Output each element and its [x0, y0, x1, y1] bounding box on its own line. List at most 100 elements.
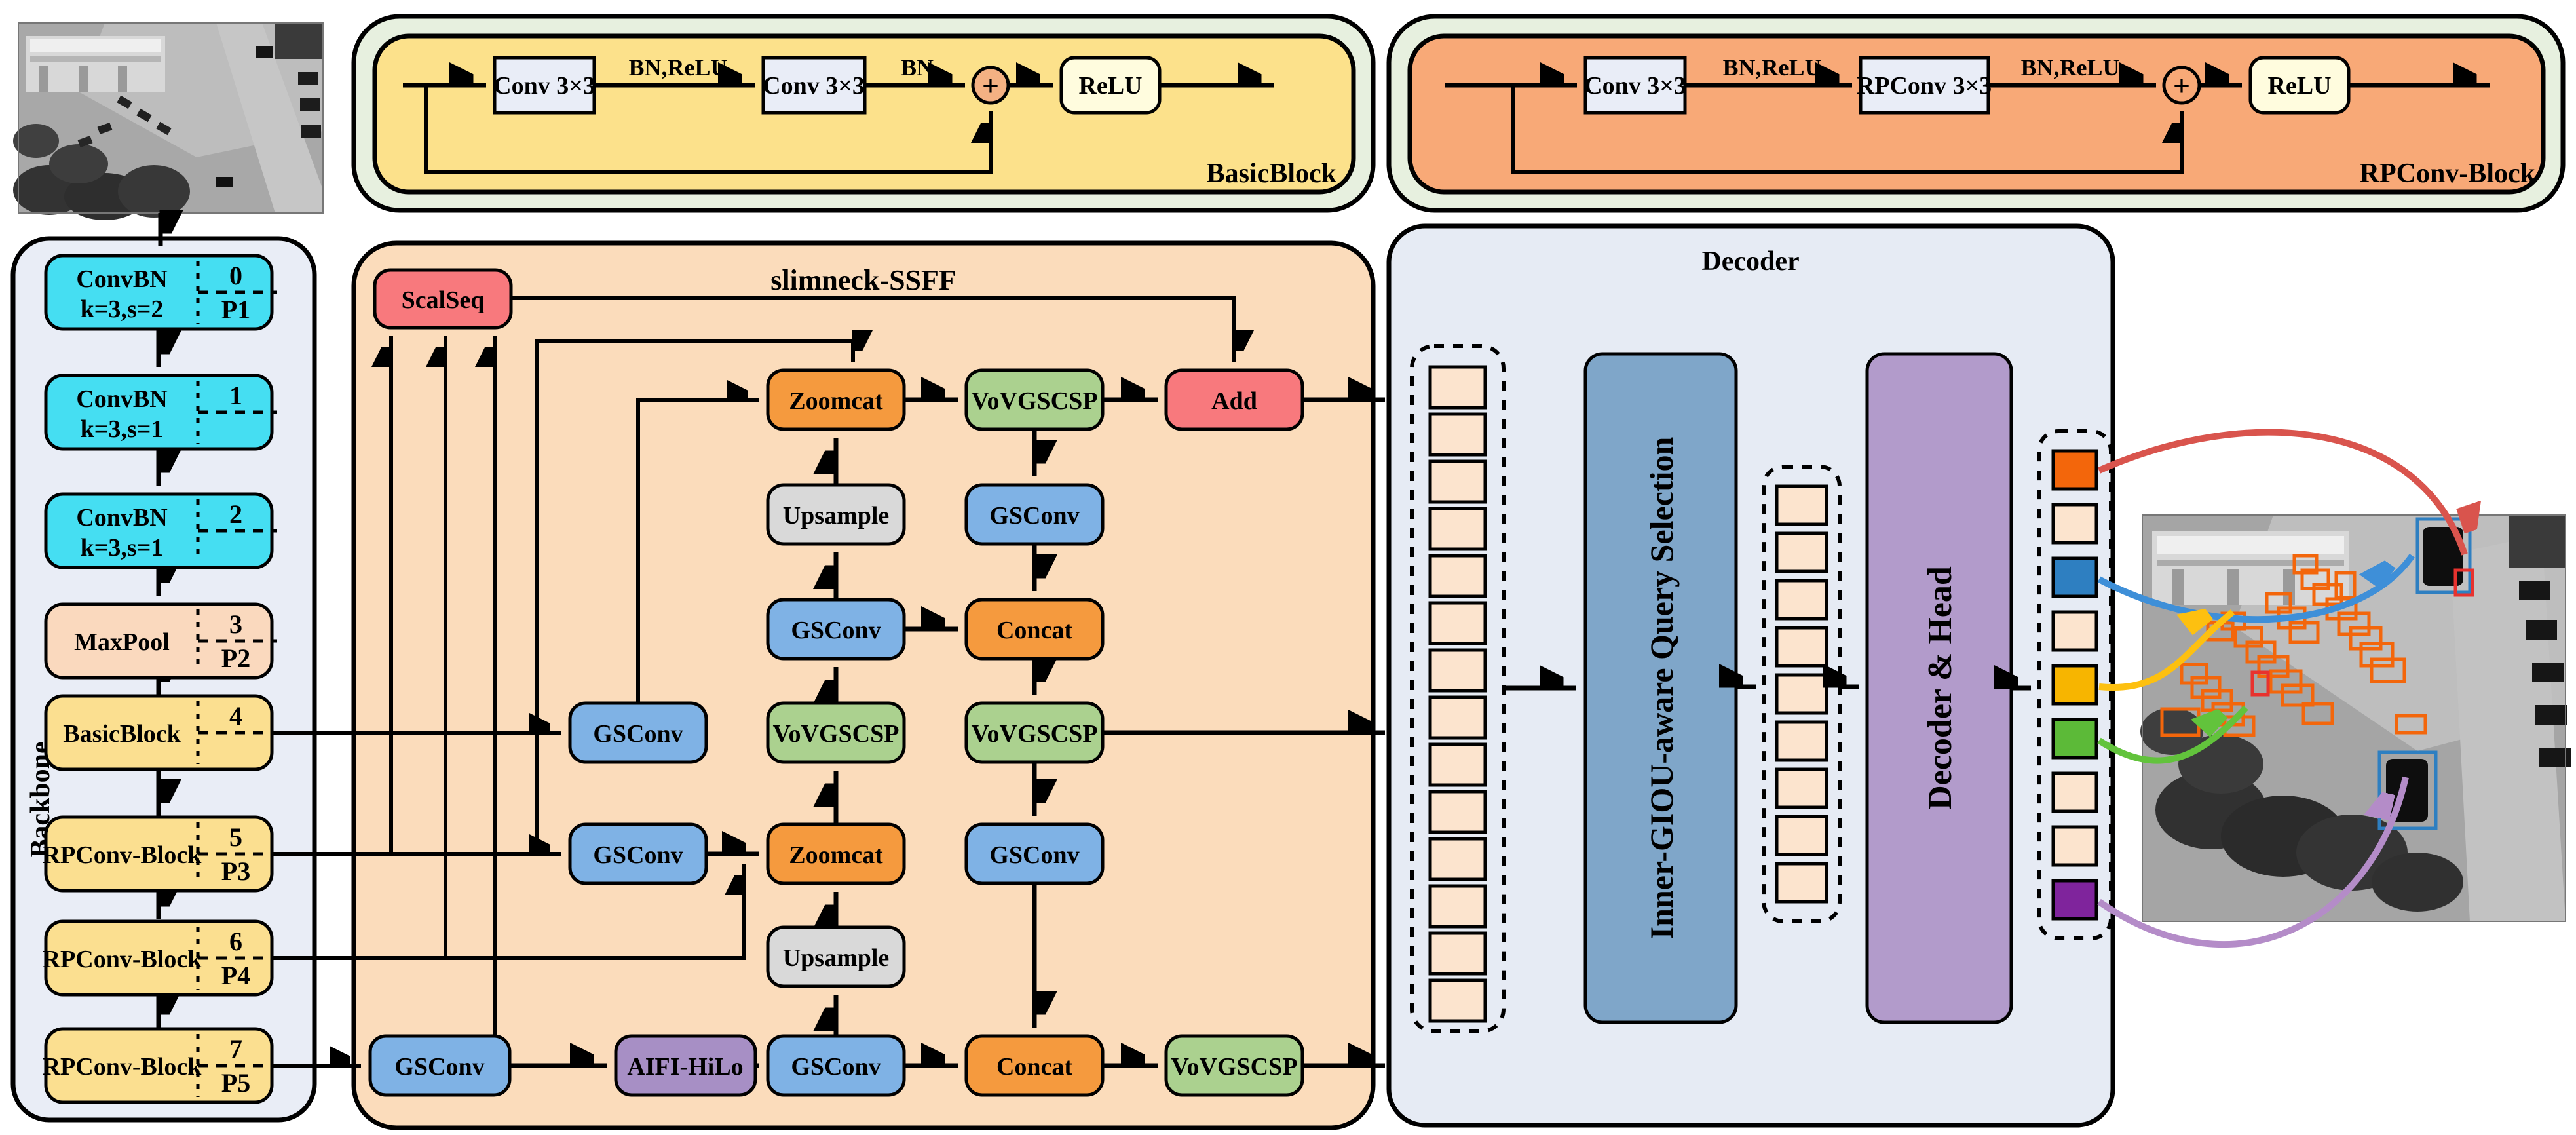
bounding-box — [2334, 571, 2357, 600]
backbone-blocks: ConvBNk=3,s=20P1ConvBNk=3,s=11ConvBNk=3,… — [43, 254, 277, 1104]
token-square — [1775, 673, 1828, 715]
svg-text:1: 1 — [229, 381, 242, 410]
token-square — [1775, 815, 1828, 856]
conv3x3-label-1: Conv 3×3 — [493, 72, 596, 100]
bounding-box — [2245, 640, 2277, 664]
add-block: Add — [1164, 368, 1304, 431]
svg-text:0: 0 — [229, 261, 242, 290]
token-square — [2051, 556, 2098, 598]
bounding-box — [2281, 683, 2315, 707]
vovgscsp-r4-block: VoVGSCSP — [964, 701, 1105, 764]
bounding-box — [2292, 554, 2319, 575]
gsconv-c-block: GSConv — [368, 1034, 512, 1097]
token-square — [2051, 879, 2098, 921]
svg-text:5: 5 — [229, 822, 242, 852]
svg-text:RPConv-Block: RPConv-Block — [43, 946, 202, 973]
plus-glyph: + — [982, 69, 999, 102]
token-square — [1775, 531, 1828, 573]
relu-label: ReLU — [1078, 72, 1142, 100]
token-square — [1428, 884, 1487, 929]
token-square — [1428, 412, 1487, 457]
decoder-title: Decoder — [1701, 246, 1799, 277]
bounding-box — [2337, 611, 2371, 636]
bounding-box — [2180, 663, 2208, 685]
svg-text:P5: P5 — [221, 1068, 250, 1098]
gsconv-b-label: GSConv — [593, 841, 683, 869]
token-square — [1775, 862, 1828, 904]
query-match-curves — [2097, 429, 2465, 948]
vovgscsp-b-label: VoVGSCSP — [1171, 1053, 1298, 1081]
upsample-1-block: Upsample — [766, 483, 906, 546]
bounding-box — [2395, 714, 2427, 735]
concat-top-block: Concat — [964, 598, 1105, 661]
token-square — [1428, 790, 1487, 834]
red-match-curve — [2097, 429, 2465, 556]
rpconv-panel: Conv 3×3 BN,ReLU RPConv 3×3 BN,ReLU + Re… — [1386, 14, 2566, 213]
backbone-block-4: BasicBlock 4 — [44, 694, 277, 771]
svg-text:4: 4 — [229, 701, 242, 731]
concat-b-label: Concat — [996, 1053, 1072, 1081]
token-square — [1428, 648, 1487, 693]
token-square — [1428, 459, 1487, 504]
svg-text:RPConv-Block: RPConv-Block — [43, 841, 202, 869]
token-square — [1428, 742, 1487, 787]
svg-text:7: 7 — [229, 1034, 242, 1064]
token-stack-3 — [2037, 429, 2113, 940]
token-square — [2051, 503, 2098, 545]
vovgscsp-top-block: VoVGSCSP — [964, 368, 1105, 431]
conv3x3-box-2 — [761, 56, 867, 115]
zoomcat-2-label: Zoomcat — [789, 841, 883, 869]
gsconv-mb-block: GSConv — [766, 1034, 906, 1097]
concat-top-label: Concat — [996, 617, 1072, 644]
token-square — [2051, 825, 2098, 867]
rpconv-panel-label: RPConv-Block — [2360, 159, 2536, 189]
svg-text:ConvBN: ConvBN — [76, 385, 167, 413]
rp-conv3x3-label: Conv 3×3 — [1584, 72, 1686, 100]
token-square — [1428, 507, 1487, 551]
bounding-box — [2349, 626, 2383, 651]
svg-text:RPConv-Block: RPConv-Block — [43, 1053, 202, 1081]
token-stack-2 — [1762, 465, 1842, 923]
token-square — [2051, 449, 2098, 491]
bounding-box — [2415, 517, 2472, 594]
rpconv3x3-label: RPConv 3×3 — [1857, 72, 1992, 100]
svg-text:3: 3 — [229, 609, 242, 639]
bounding-box — [2301, 702, 2334, 725]
gsconv-mb-label: GSConv — [791, 1053, 881, 1081]
token-stack-2-squares — [1775, 484, 1828, 904]
gsconv-mid-label: GSConv — [791, 617, 881, 644]
svg-text:P2: P2 — [221, 644, 250, 673]
token-square — [1428, 837, 1487, 881]
gsconv-rt-block: GSConv — [964, 483, 1105, 546]
aifi-hilo-label: AIFI-HiLo — [627, 1053, 743, 1081]
basicblock-panel-label: BasicBlock — [1207, 159, 1337, 189]
zoomcat-2-block: Zoomcat — [766, 822, 906, 885]
input-thermal-image — [13, 22, 324, 220]
bounding-box — [2257, 655, 2290, 678]
token-square — [1428, 978, 1487, 1023]
bounding-box — [2269, 669, 2303, 694]
detection-boxes — [2160, 517, 2474, 830]
decoder-panel: Decoder Inner-GIOU-aware Query Selection… — [1386, 223, 2115, 1128]
token-square — [1775, 579, 1828, 621]
upsample-1-label: Upsample — [783, 502, 890, 529]
backbone-panel: Backbone ConvBNk=3,s=20P1ConvBNk=3,s=11C… — [10, 213, 317, 1123]
token-square — [1775, 720, 1828, 762]
slimneck-title: slimneck-SSFF — [770, 264, 957, 296]
svg-text:BasicBlock: BasicBlock — [63, 720, 181, 748]
gsconv-b-block: GSConv — [568, 822, 708, 885]
rp-bnrelu-label-2: BN,ReLU — [2021, 54, 2120, 81]
token-square — [2051, 718, 2098, 760]
scalseq-label: ScalSeq — [402, 286, 485, 314]
gsconv-r5-block: GSConv — [964, 822, 1105, 885]
rp-plus-glyph: + — [2173, 69, 2190, 102]
purple-match-curve — [2097, 776, 2409, 948]
output-detection-image — [2140, 514, 2571, 922]
token-stack-3-squares — [2051, 449, 2098, 921]
vovgscsp-r4-label: VoVGSCSP — [972, 720, 1098, 748]
